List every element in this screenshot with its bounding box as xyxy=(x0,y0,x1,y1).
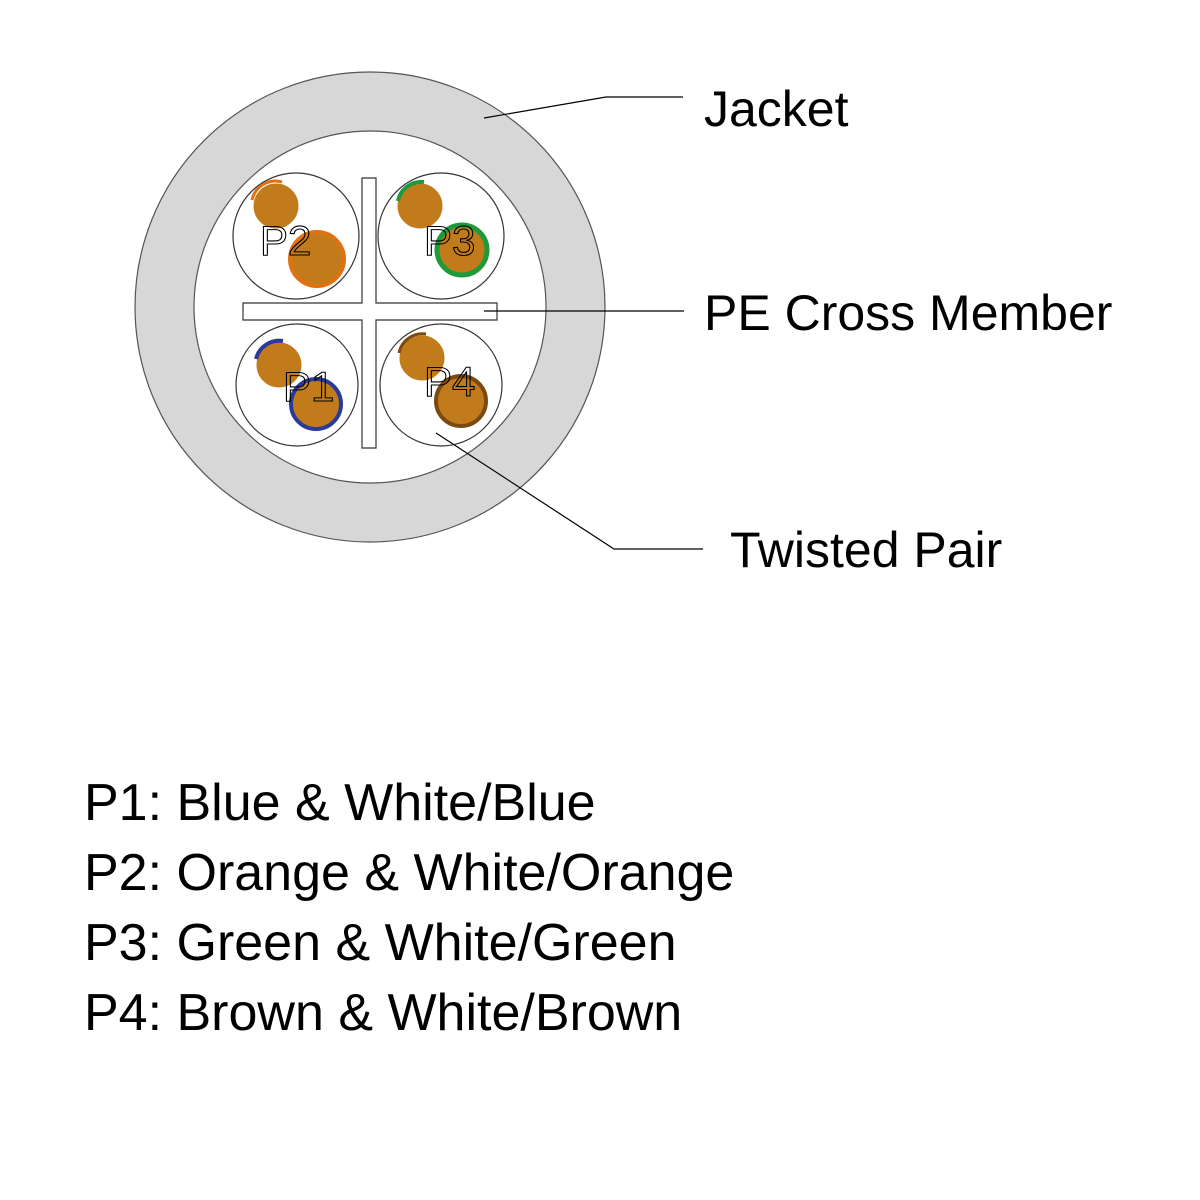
conductor-blue xyxy=(289,377,343,431)
conductor-stripe xyxy=(254,338,284,360)
twisted-pair-p1: P1 xyxy=(235,323,359,447)
legend-item-p2: P2: Orange & White/Orange xyxy=(84,844,735,902)
twisted-pair-p2: P2 xyxy=(232,172,360,300)
twisted-pair-label: Twisted Pair xyxy=(730,522,1002,578)
conductor-green xyxy=(434,222,490,278)
jacket-leader-line xyxy=(483,96,683,119)
conductor-stripe xyxy=(397,332,427,354)
twisted-pair-p3: P3 xyxy=(377,172,505,300)
pair-color-legend: P1: Blue & White/Blue P2: Orange & White… xyxy=(84,768,734,1048)
legend-item-p4: P4: Brown & White/Brown xyxy=(84,984,683,1042)
twisted-pair-leader-line xyxy=(435,432,703,550)
conductor-brown xyxy=(434,374,488,428)
cross-member-label: PE Cross Member xyxy=(704,285,1112,341)
legend-item-p3: P3: Green & White/Green xyxy=(84,914,677,972)
pair-label-p2: P2 xyxy=(260,217,311,264)
pair-label-p1: P1 xyxy=(283,363,334,410)
pair-label-p4: P4 xyxy=(424,358,475,405)
conductor-stripe xyxy=(250,179,283,201)
pair-label-p3: P3 xyxy=(424,217,475,264)
conductor-orange xyxy=(288,230,346,288)
jacket-label: Jacket xyxy=(704,81,849,137)
twisted-pair-p4: P4 xyxy=(379,323,503,447)
legend-item-p1: P1: Blue & White/Blue xyxy=(84,774,596,832)
conductor-stripe xyxy=(396,179,425,202)
pe-cross-member xyxy=(242,177,498,449)
